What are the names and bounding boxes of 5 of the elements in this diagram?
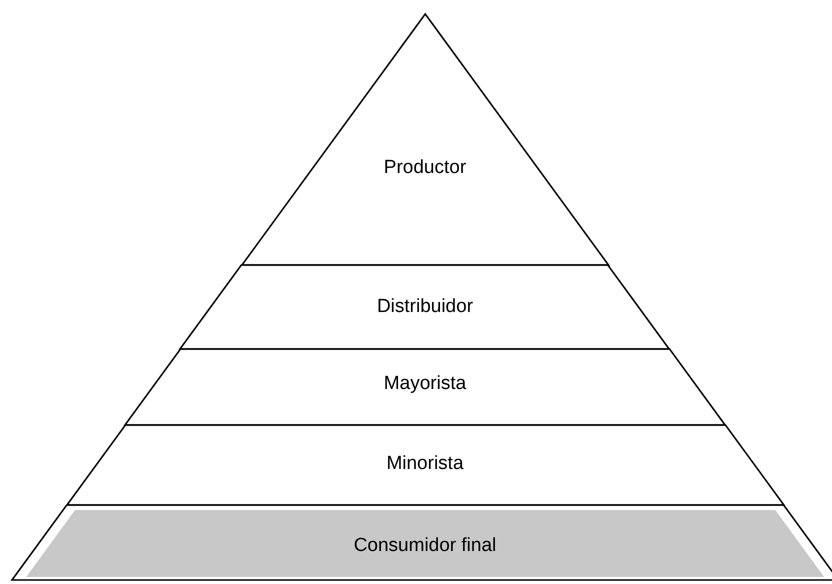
level-label: Distribuidor <box>376 296 474 318</box>
level-label: Minorista <box>386 453 464 475</box>
level-label: Consumidor final <box>354 535 496 557</box>
level-label: Mayorista <box>384 373 466 395</box>
level-label: Productor <box>384 157 466 179</box>
